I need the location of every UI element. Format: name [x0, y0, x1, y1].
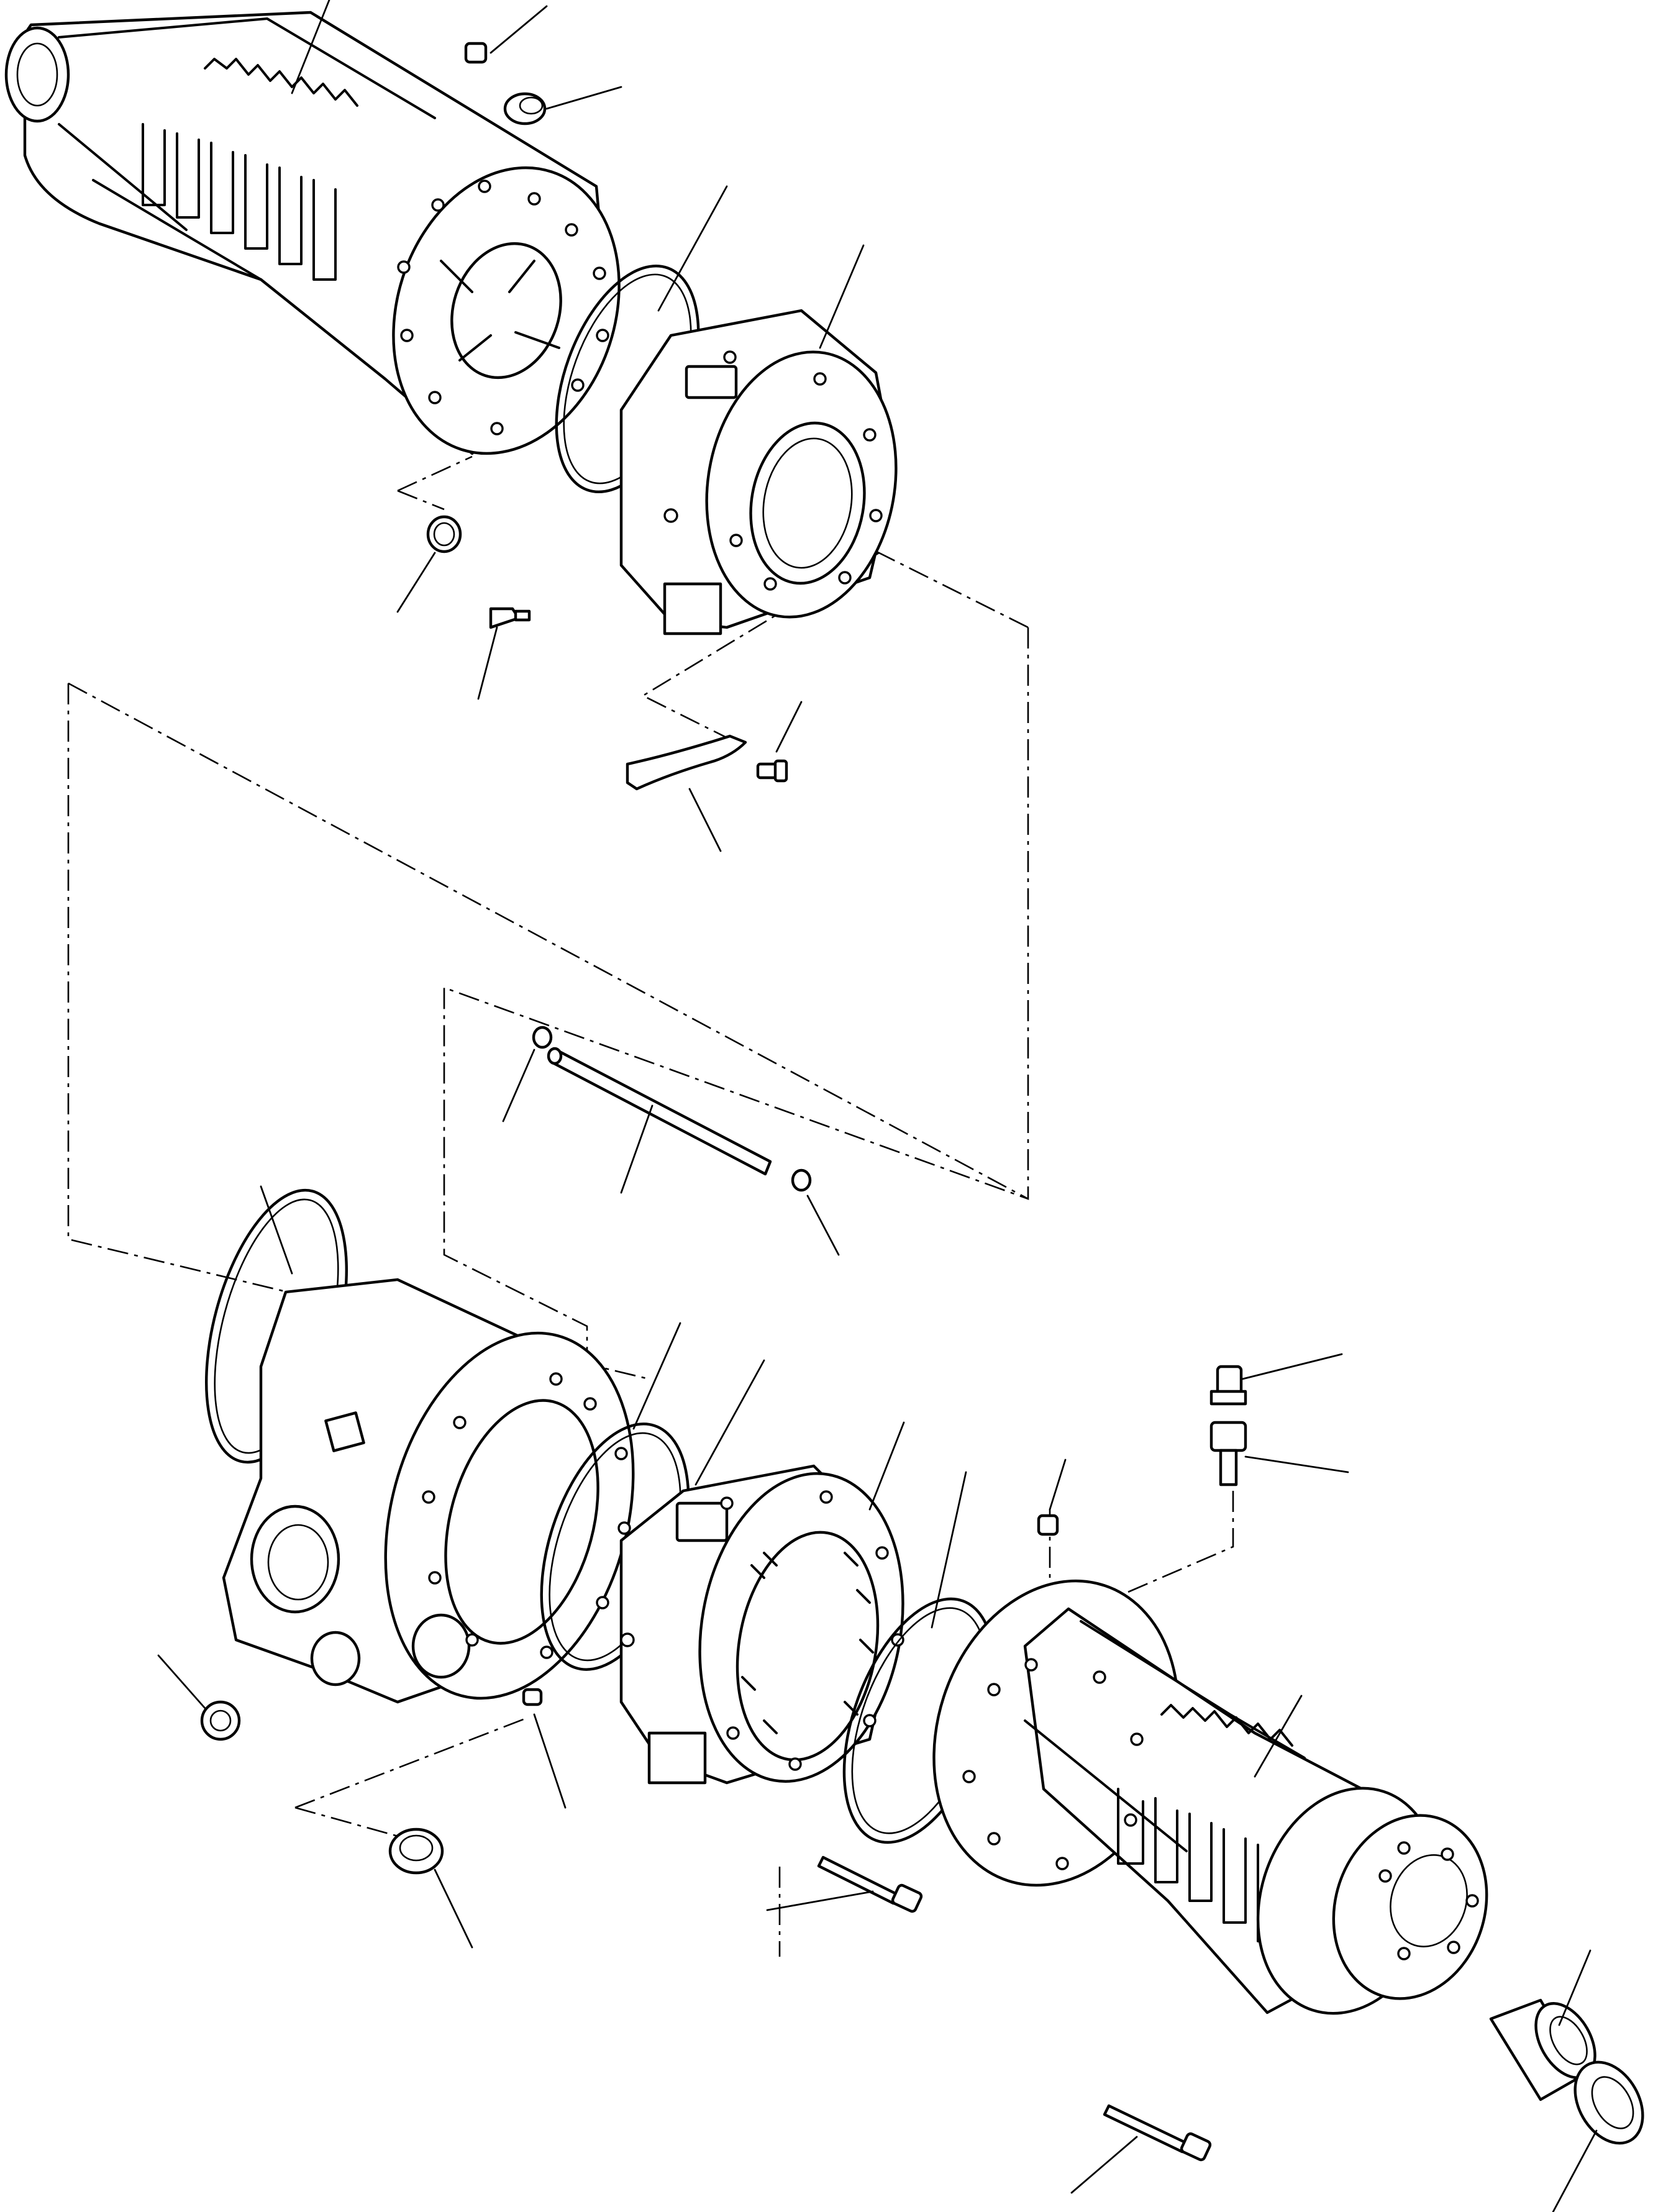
top-plug: [464, 42, 488, 64]
upper-hub-carrier: [619, 309, 898, 635]
top-bushing: [503, 92, 547, 125]
long-bolt-upper: [817, 1855, 923, 1913]
long-bolt-lower: [1103, 2104, 1212, 2162]
assembly-dash-lines: [67, 118, 1234, 1957]
lower-carrier-screw: [522, 1688, 543, 1706]
leader-lines: [157, 0, 1598, 2212]
end-seal: [1574, 2060, 1644, 2145]
pivot-pin: [547, 1047, 772, 1176]
upper-axle-housing: [4, 11, 621, 455]
breather-adapter: [1209, 1421, 1247, 1486]
lower-axle-housing: [932, 1579, 1488, 2015]
pin-oring-left: [532, 1026, 553, 1049]
upper-bolt: [489, 607, 531, 629]
breather-fitting: [1209, 1365, 1247, 1406]
center-housing: [205, 1188, 635, 1704]
housing-filler-plug: [388, 1827, 444, 1875]
retainer-clip: [626, 734, 747, 791]
housing-drain-plug: [200, 1700, 241, 1741]
lower-hub-carrier: [619, 1464, 904, 1785]
lower-plug: [1037, 1514, 1059, 1536]
pin-oring-right: [791, 1168, 812, 1192]
upper-oring-small: [426, 515, 462, 553]
clip-screw: [756, 759, 788, 783]
